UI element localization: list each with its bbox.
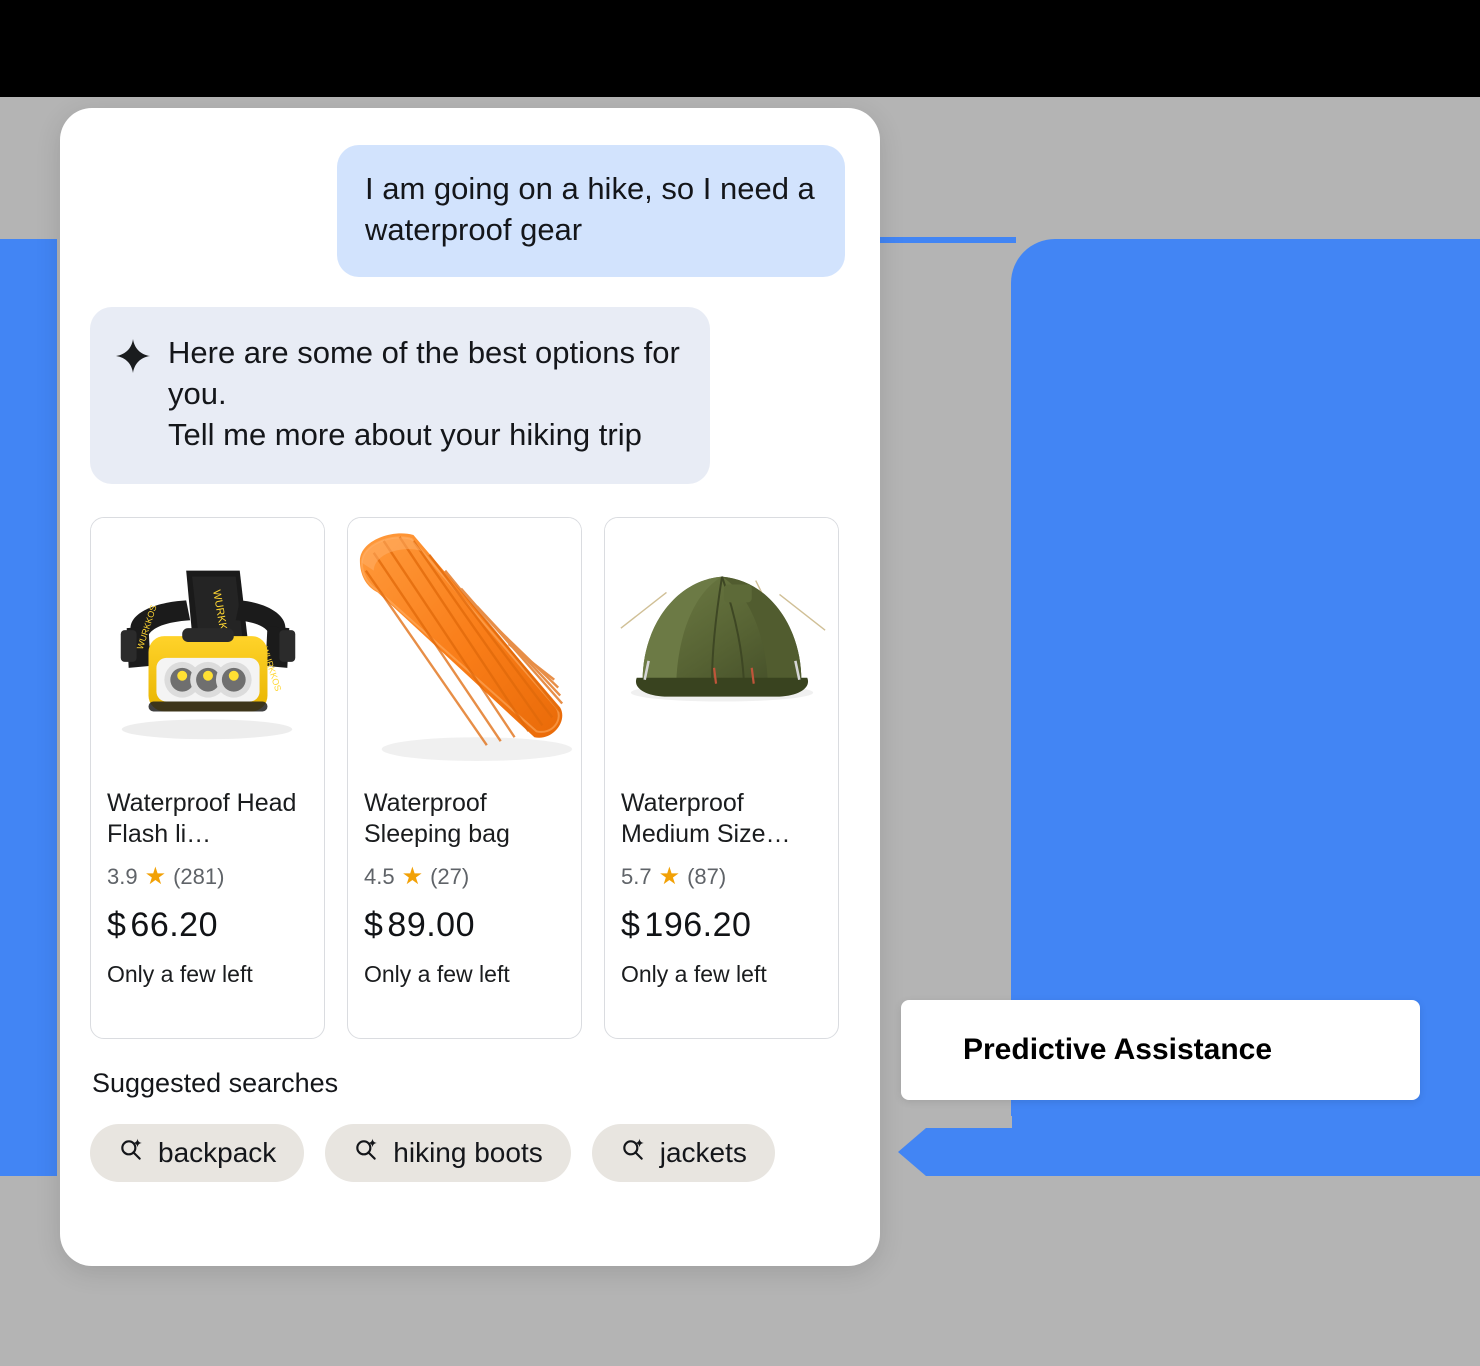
tent-image	[605, 518, 838, 776]
stock-status: Only a few left	[107, 961, 253, 987]
suggested-searches-label: Suggested searches	[92, 1068, 339, 1098]
product-card[interactable]: Waterproof Sleeping bag 4.5 ★ (27) $89.0…	[347, 517, 582, 1039]
product-price: $196.20	[621, 906, 822, 945]
callout-label: Predictive Assistance	[963, 1033, 1273, 1066]
suggested-chip-hiking-boots[interactable]: hiking boots	[325, 1124, 571, 1182]
product-title: Waterproof Sleeping bag	[364, 789, 510, 848]
rating-value: 5.7	[621, 864, 652, 889]
suggested-searches-list: backpack hiking boots	[90, 1124, 775, 1182]
stock-status: Only a few left	[621, 961, 767, 987]
user-message-text: I am going on a hike, so I need a waterp…	[365, 171, 815, 247]
currency-symbol: $	[107, 906, 127, 944]
search-sparkle-icon	[118, 1137, 144, 1170]
star-icon: ★	[401, 863, 424, 890]
review-count: (281)	[173, 864, 225, 889]
currency-symbol: $	[364, 906, 384, 944]
product-title: Waterproof Medium Size…	[621, 789, 791, 848]
product-rating: 5.7 ★ (87)	[621, 864, 822, 890]
product-price: $66.20	[107, 906, 308, 945]
review-count: (87)	[687, 864, 727, 889]
search-sparkle-icon	[353, 1137, 379, 1170]
product-info: Waterproof Sleeping bag 4.5 ★ (27) $89.0…	[348, 776, 581, 988]
search-sparkle-icon	[620, 1137, 646, 1170]
chip-label: hiking boots	[393, 1137, 543, 1168]
product-title: Waterproof Head Flash li…	[107, 789, 297, 848]
product-info: Waterproof Medium Size… 5.7 ★ (87) $196.…	[605, 776, 838, 988]
product-card[interactable]: Waterproof Medium Size… 5.7 ★ (87) $196.…	[604, 517, 839, 1039]
predictive-assistance-callout: Predictive Assistance	[901, 1000, 1420, 1100]
currency-symbol: $	[621, 906, 641, 944]
stock-status: Only a few left	[364, 961, 510, 987]
assistant-message-text: Here are some of the best options for yo…	[168, 335, 680, 452]
product-price: $89.00	[364, 906, 565, 945]
product-rating: 4.5 ★ (27)	[364, 864, 565, 890]
rating-value: 4.5	[364, 864, 395, 889]
connector-line	[856, 237, 1016, 243]
price-value: 89.00	[387, 906, 476, 944]
price-value: 196.20	[644, 906, 752, 944]
sleeping-bag-image	[348, 518, 581, 776]
chat-panel: I am going on a hike, so I need a waterp…	[60, 108, 880, 1266]
background-accent-left	[0, 239, 57, 1176]
product-info: Waterproof Head Flash li… 3.9 ★ (281) $6…	[91, 776, 324, 988]
assistant-message-bubble: Here are some of the best options for yo…	[90, 307, 710, 484]
callout-arrow-shape	[898, 1128, 1038, 1176]
chip-label: backpack	[158, 1137, 277, 1168]
chip-label: jackets	[659, 1137, 747, 1168]
product-card[interactable]: WURKKOS WURKKOS WURKKOS	[90, 517, 325, 1039]
suggested-chip-backpack[interactable]: backpack	[90, 1124, 305, 1182]
sparkle-icon	[116, 333, 150, 378]
user-message-bubble: I am going on a hike, so I need a waterp…	[337, 145, 845, 277]
star-icon: ★	[658, 863, 681, 890]
headlamp-image: WURKKOS WURKKOS WURKKOS	[91, 518, 324, 776]
price-value: 66.20	[130, 906, 219, 944]
product-rating: 3.9 ★ (281)	[107, 864, 308, 890]
product-carousel: WURKKOS WURKKOS WURKKOS	[90, 517, 839, 1039]
review-count: (27)	[430, 864, 470, 889]
rating-value: 3.9	[107, 864, 138, 889]
star-icon: ★	[144, 863, 167, 890]
suggested-chip-jackets[interactable]: jackets	[591, 1124, 775, 1182]
